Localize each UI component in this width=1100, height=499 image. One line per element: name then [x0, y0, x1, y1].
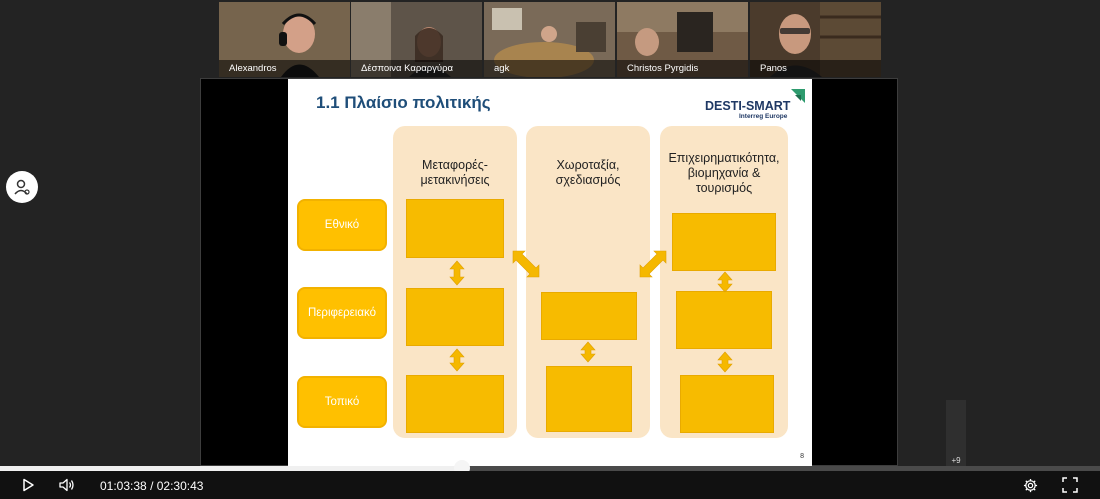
seek-progress: [0, 466, 462, 471]
level-label: Τοπικό: [324, 396, 360, 408]
column-heading: Επιχειρηματικότητα,βιομηχανία &τουρισμός: [660, 151, 788, 196]
total-duration: 02:30:43: [156, 479, 204, 493]
level-label: Εθνικό: [324, 219, 360, 231]
logo-subtext: Interreg Europe: [739, 113, 788, 120]
level-label: Περιφερειακό: [308, 307, 376, 319]
cell-transport-regional: [406, 288, 504, 346]
gear-icon: [1023, 478, 1037, 492]
participant-settings-button[interactable]: [6, 171, 38, 203]
column-heading-line: Επιχειρηματικότητα,: [668, 151, 780, 165]
participant-name: agk: [484, 60, 615, 77]
meeting-recording-view: Alexandros Δέσποινα Καραργύρα agk Christ…: [0, 0, 1100, 466]
level-regional: Περιφερειακό: [297, 287, 387, 339]
column-heading-line: τουρισμός: [695, 181, 753, 195]
column-heading-line: Χωροταξία,: [556, 158, 620, 172]
column-heading-line: μετακινήσεις: [420, 173, 490, 187]
more-participants[interactable]: +9: [946, 400, 966, 466]
shared-screen: 1.1 Πλαίσιο πολιτικής DESTI-SMART Interr…: [200, 78, 898, 466]
participant-name: Δέσποινα Καραργύρα: [351, 60, 482, 77]
participant-tile[interactable]: agk: [484, 2, 615, 77]
column-heading: Μεταφορές-μετακινήσεις: [393, 158, 517, 188]
volume-icon: [59, 478, 74, 492]
cell-business-national: [672, 213, 776, 271]
level-national: Εθνικό: [297, 199, 387, 251]
play-icon: [23, 478, 34, 492]
participant-name: Panos: [750, 60, 881, 77]
cell-business-regional: [676, 291, 772, 349]
current-time: 01:03:38: [100, 479, 147, 493]
logo-mark-icon: [791, 89, 805, 103]
column-heading-line: Μεταφορές-: [422, 158, 488, 172]
slide-page-number: 8: [800, 453, 804, 460]
participant-name: Alexandros: [219, 60, 350, 77]
participant-video: [617, 2, 748, 77]
play-button[interactable]: [19, 476, 37, 494]
playback-time: 01:03:38 / 02:30:43: [100, 479, 203, 493]
slide-arrows: [449, 250, 733, 373]
cell-transport-local: [406, 375, 504, 433]
cell-business-local: [680, 375, 774, 433]
fullscreen-button[interactable]: [1061, 476, 1079, 494]
diagonal-arrow-icon: [512, 250, 667, 278]
level-local: Τοπικό: [297, 376, 387, 428]
participant-tile[interactable]: Christos Pyrgidis: [617, 2, 748, 77]
participant-tile[interactable]: Δέσποινα Καραργύρα: [351, 2, 482, 77]
participant-tile[interactable]: Panos: [750, 2, 881, 77]
fullscreen-icon: [1062, 477, 1078, 493]
slide-title: 1.1 Πλαίσιο πολιτικής: [316, 93, 491, 112]
cell-planning-local: [546, 366, 632, 432]
column-heading-line: βιομηχανία &: [687, 166, 761, 180]
presentation-slide: 1.1 Πλαίσιο πολιτικής DESTI-SMART Interr…: [288, 79, 812, 466]
volume-button[interactable]: [58, 476, 76, 494]
column-heading: Χωροταξία,σχεδιασμός: [526, 158, 650, 188]
participant-video: [219, 2, 350, 77]
player-controls: 01:03:38 / 02:30:43: [0, 471, 1100, 499]
participant-tile[interactable]: Alexandros: [219, 2, 350, 77]
person-settings-icon: [14, 179, 30, 195]
time-separator: /: [150, 479, 154, 493]
settings-button[interactable]: [1021, 476, 1039, 494]
column-heading-line: σχεδιασμός: [555, 173, 621, 187]
participant-name: Christos Pyrgidis: [617, 60, 748, 77]
double-arrow-icon: [449, 260, 733, 373]
cell-transport-national: [406, 199, 504, 258]
logo-text: DESTI-SMART: [705, 99, 791, 113]
cell-planning-regional: [541, 292, 637, 340]
destismart-logo: DESTI-SMART Interreg Europe: [705, 89, 805, 121]
